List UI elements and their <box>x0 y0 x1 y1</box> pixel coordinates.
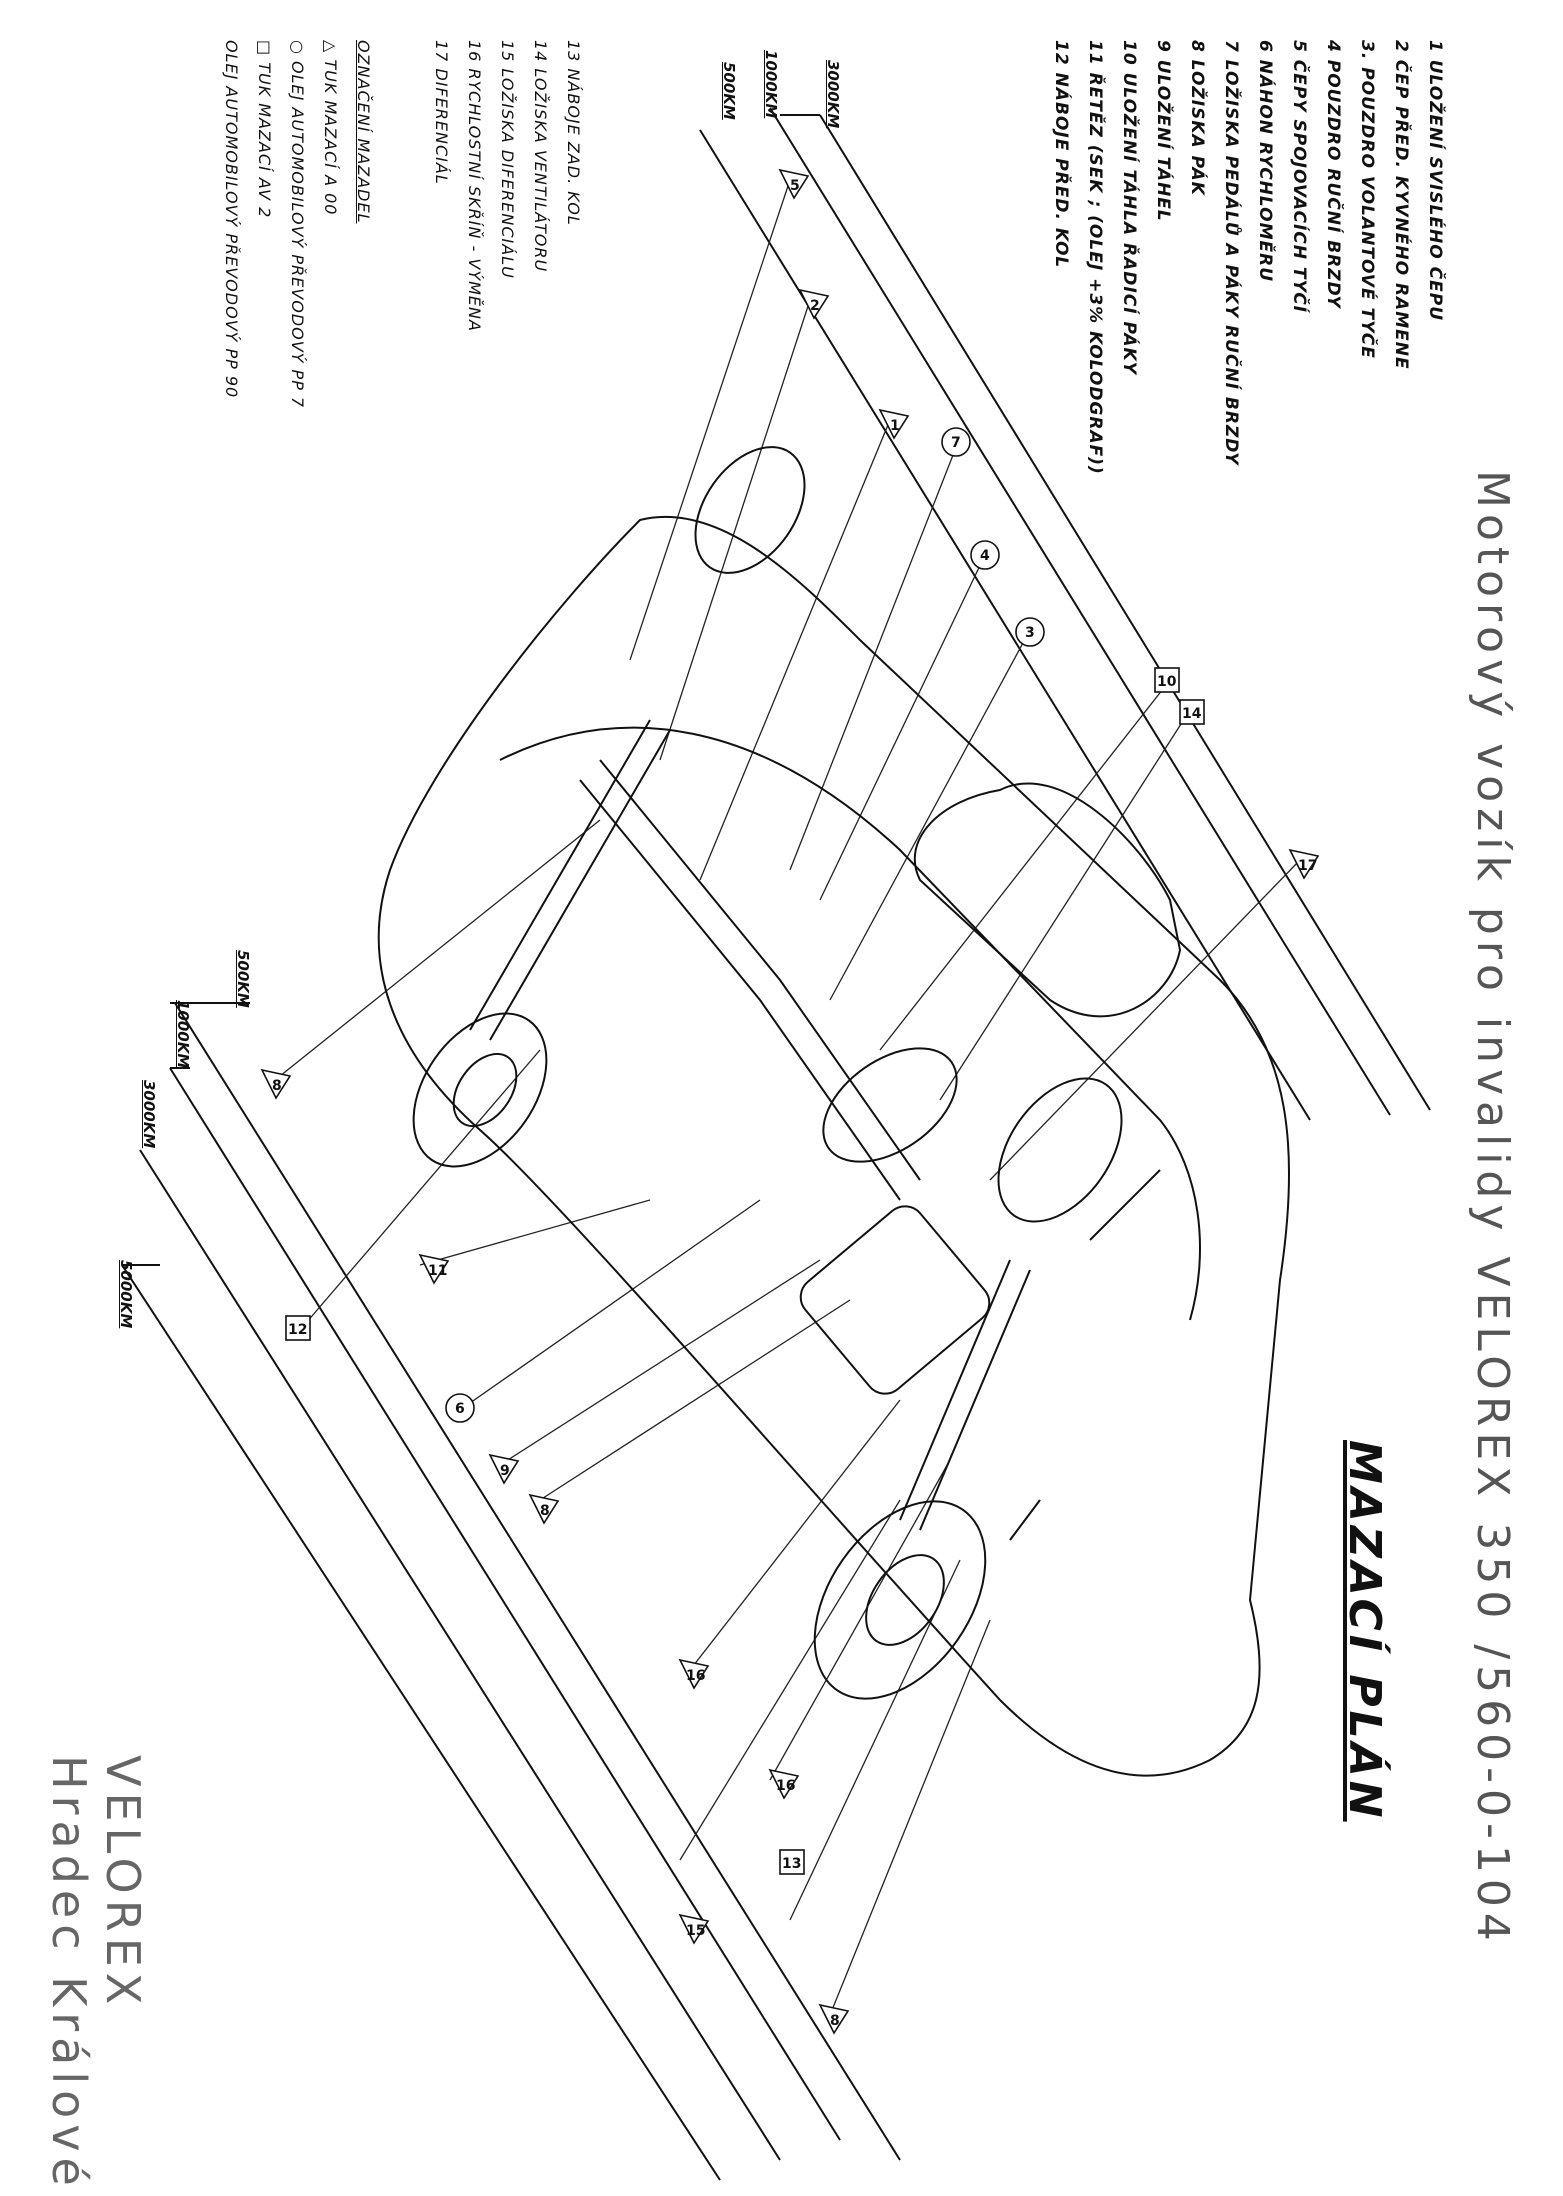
callout-triangle: 8 <box>260 1068 292 1100</box>
callout-triangle: 16 <box>768 1768 800 1800</box>
front-wheel-right <box>694 446 806 574</box>
windshield-frame <box>913 782 1182 1018</box>
callout-triangle: 17 <box>1288 848 1320 880</box>
leader-line <box>419 1199 651 1266</box>
leader-line <box>819 554 986 901</box>
svg-text:15: 15 <box>686 1923 705 1939</box>
leader-line <box>459 1199 761 1411</box>
leader-line <box>789 1559 961 1921</box>
leader-line <box>769 1459 951 1781</box>
leader-line <box>829 629 1031 1001</box>
leader-line <box>539 1299 851 1501</box>
callout-circle: 7 <box>941 427 971 457</box>
interval-line <box>174 1002 901 2161</box>
leader-line <box>499 1259 821 1466</box>
svg-text:9: 9 <box>500 1463 510 1479</box>
leader-line <box>789 449 956 871</box>
svg-text:1: 1 <box>890 418 900 434</box>
svg-text:16: 16 <box>686 1668 705 1684</box>
callout-circle: 6 <box>445 1393 475 1423</box>
steering-wheel <box>822 1047 958 1163</box>
leader-line <box>879 679 1171 1051</box>
svg-text:4: 4 <box>980 548 990 564</box>
rear-axle <box>899 1259 1031 1531</box>
svg-text:10: 10 <box>1157 674 1177 690</box>
svg-text:2: 2 <box>810 298 820 314</box>
callout-triangle: 11 <box>418 1253 450 1285</box>
callout-circle: 3 <box>1015 617 1045 647</box>
callout-triangle: 1 <box>878 408 910 440</box>
svg-text:7: 7 <box>951 435 961 451</box>
svg-text:11: 11 <box>428 1263 447 1279</box>
interval-line <box>169 1067 841 2141</box>
svg-text:17: 17 <box>1298 858 1317 874</box>
svg-text:16: 16 <box>776 1778 795 1794</box>
leader-line <box>629 179 791 661</box>
interval-line <box>121 1264 721 2181</box>
interval-line <box>769 107 1391 1116</box>
rear-wheel <box>813 1500 987 1700</box>
rear-wheel-far <box>997 1077 1123 1223</box>
leader-line <box>299 1049 541 1331</box>
frame-rail <box>579 759 921 1201</box>
leader-line <box>659 299 811 761</box>
callout-square: 10 <box>1154 667 1180 693</box>
leader-line <box>829 1619 991 2016</box>
callout-triangle: 9 <box>488 1453 520 1485</box>
leader-line <box>699 419 891 881</box>
svg-text:8: 8 <box>272 1078 282 1094</box>
callout-triangle: 5 <box>778 168 810 200</box>
callout-triangle: 16 <box>678 1658 710 1690</box>
callout-square: 12 <box>285 1315 311 1341</box>
callout-triangle: 8 <box>528 1493 560 1525</box>
svg-text:6: 6 <box>455 1401 465 1417</box>
callout-square: 14 <box>1179 699 1205 725</box>
callout-triangle: 8 <box>818 2003 850 2035</box>
leader-line <box>939 709 1191 1101</box>
svg-text:3: 3 <box>1025 625 1035 641</box>
body-fold <box>499 726 1201 1321</box>
svg-text:8: 8 <box>540 1503 550 1519</box>
front-axle <box>469 719 671 1041</box>
front-wheel-left <box>412 1012 548 1168</box>
leader-lines <box>274 179 1301 2016</box>
svg-text:5: 5 <box>790 178 800 194</box>
front-wheel-left-hub <box>452 1052 518 1128</box>
leader-line <box>989 859 1301 1181</box>
engine-block <box>799 1205 991 1395</box>
vehicle-body <box>377 446 1291 1777</box>
rear-shock <box>1009 1169 1161 1541</box>
svg-text:8: 8 <box>830 2013 840 2029</box>
leader-line <box>679 1499 901 1861</box>
interval-line <box>819 114 1431 1111</box>
callout-square: 13 <box>779 1849 805 1875</box>
body-outline <box>377 515 1291 1777</box>
leader-line <box>274 819 601 1081</box>
svg-text:14: 14 <box>1182 706 1202 722</box>
leader-line <box>689 1399 901 1671</box>
callout-circle: 4 <box>970 540 1000 570</box>
svg-text:13: 13 <box>782 1856 801 1872</box>
callout-triangle: 2 <box>798 288 830 320</box>
callout-triangle: 15 <box>678 1913 710 1945</box>
rear-wheel-hub <box>865 1554 945 1646</box>
svg-text:12: 12 <box>288 1322 307 1338</box>
interval-line <box>139 1149 781 2161</box>
